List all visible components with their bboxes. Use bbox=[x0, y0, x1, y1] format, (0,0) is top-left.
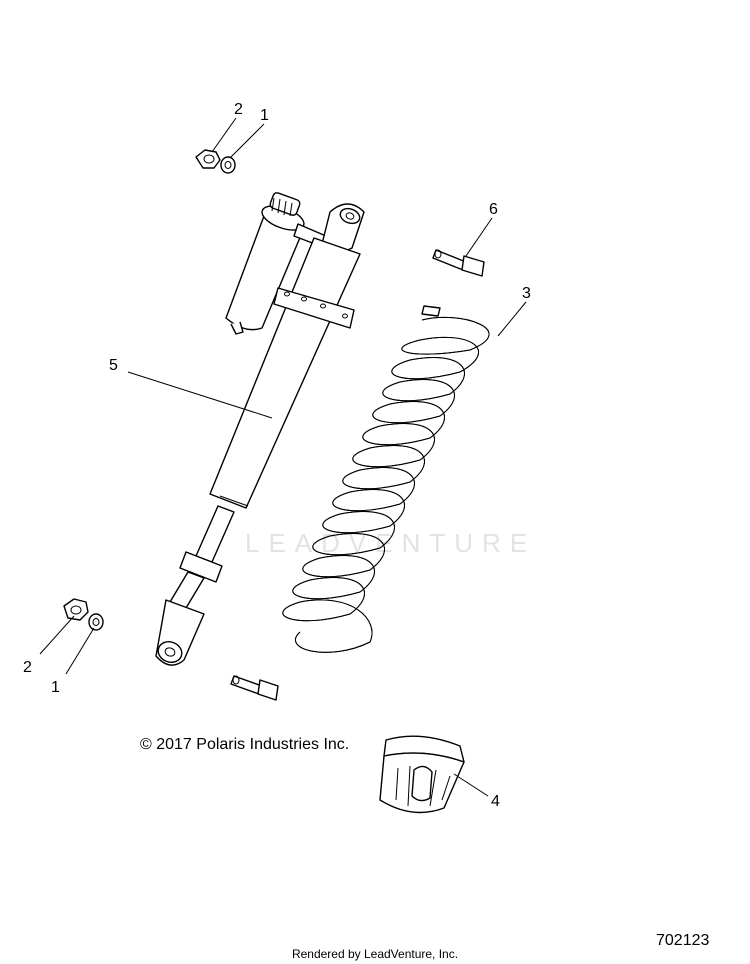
bump-stop bbox=[379, 735, 465, 814]
bottom-nut bbox=[63, 598, 89, 621]
top-bolt bbox=[432, 249, 485, 277]
leader-top-nut bbox=[211, 117, 237, 153]
top-washer bbox=[220, 156, 236, 174]
callout-bumper: 4 bbox=[491, 793, 500, 810]
top-nut bbox=[195, 149, 221, 169]
callout-bottom-washer: 1 bbox=[51, 679, 60, 696]
callout-top-nut: 2 bbox=[234, 101, 243, 118]
coil-spring bbox=[282, 305, 490, 653]
rendered-by-footer: Rendered by LeadVenture, Inc. bbox=[291, 947, 459, 961]
leader-bottom-nut bbox=[39, 615, 75, 655]
leader-spring bbox=[497, 301, 527, 337]
callout-shock: 5 bbox=[109, 357, 118, 374]
callout-bolt: 6 bbox=[489, 201, 498, 218]
leader-shock bbox=[127, 371, 273, 419]
document-number: 702123 bbox=[656, 932, 710, 949]
callout-bottom-nut: 2 bbox=[23, 659, 32, 676]
callout-top-washer: 1 bbox=[260, 107, 269, 124]
leader-bumper bbox=[453, 773, 489, 797]
leader-top-washer bbox=[229, 123, 265, 159]
shock-absorber bbox=[155, 192, 365, 666]
leader-bottom-washer bbox=[65, 627, 95, 675]
callout-spring: 3 bbox=[522, 285, 531, 302]
bottom-bolt bbox=[230, 675, 279, 701]
copyright-notice: © 2017 Polaris Industries Inc. bbox=[140, 736, 350, 753]
watermark: LEADVENTURE bbox=[245, 528, 536, 558]
bottom-washer bbox=[88, 613, 104, 631]
leader-bolt bbox=[465, 217, 493, 257]
